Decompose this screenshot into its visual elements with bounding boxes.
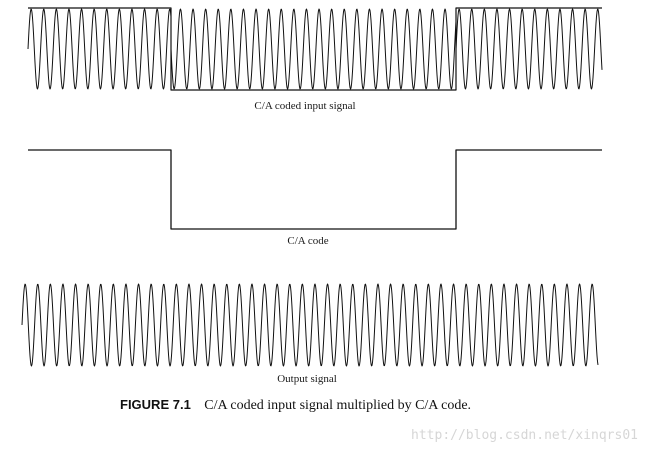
caption-text: C/A coded input signal multiplied by C/A… [204,398,472,413]
input-signal-plot [27,7,603,91]
ca-code-plot [28,149,602,230]
figure-caption: FIGURE 7.1 C/A coded input signal multip… [120,397,471,414]
figure-number: FIGURE 7.1 [120,397,191,412]
code-envelope [28,7,602,91]
carrier-segment-3 [455,8,603,90]
output-waveform [21,283,599,367]
output-signal-label: Output signal [277,373,337,385]
input-signal-label: C/A coded input signal [254,100,356,112]
carrier-segment-2 [170,8,457,90]
watermark: http://blog.csdn.net/xinqrs01 [411,428,638,443]
ca-code-waveform [28,149,602,230]
carrier-segment-1 [27,8,172,90]
output-signal-plot [21,283,599,367]
ca-code-label: C/A code [287,235,329,247]
